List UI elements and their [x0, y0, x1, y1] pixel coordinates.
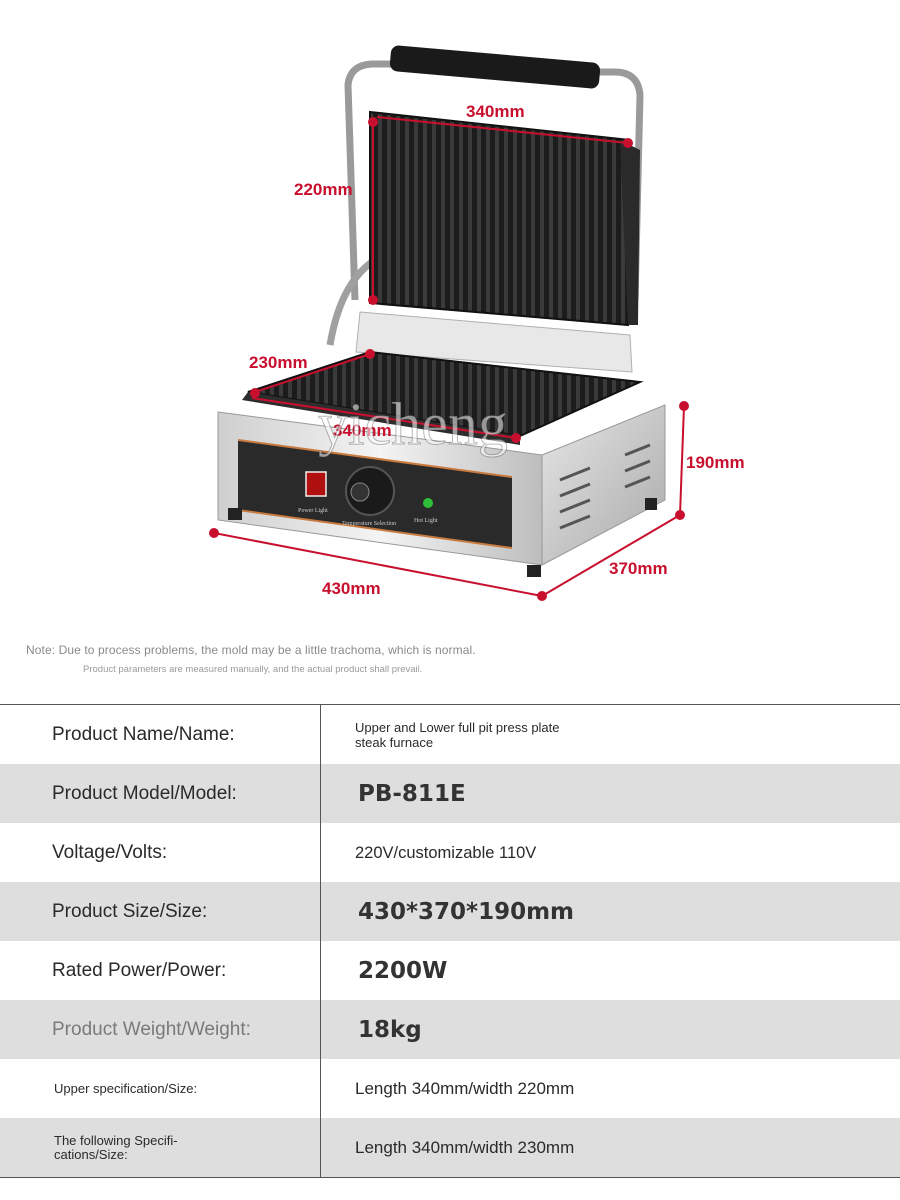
overall-length-label: 430mm — [322, 579, 381, 598]
spec-value: 430*370*190mm — [358, 898, 575, 925]
spec-label: Rated Power/Power: — [52, 959, 227, 981]
spec-table: Product Name/Name: Upper and Lower full … — [0, 704, 900, 1178]
temperature-label: Temperature Selection — [342, 521, 396, 527]
hot-light-label: Hot Light — [414, 518, 438, 524]
spec-value: Length 340mm/width 220mm — [355, 1078, 575, 1098]
spec-label: Product Model/Model: — [52, 782, 237, 804]
spec-value: 220V/customizable 110V — [355, 843, 537, 862]
spec-value: 2200W — [358, 957, 448, 984]
lower-length-label: 340mm — [333, 421, 392, 440]
spec-row-size: Product Size/Size: 430*370*190mm — [0, 882, 900, 941]
upper-width-label: 220mm — [294, 180, 353, 199]
spec-label: Product Weight/Weight: — [52, 1018, 251, 1040]
spec-label: Upper specification/Size: — [54, 1080, 198, 1096]
lower-width-label: 230mm — [249, 353, 308, 372]
depth-label: 370mm — [609, 559, 668, 578]
spec-label: Product Name/Name: — [52, 723, 235, 745]
spec-value: 18kg — [358, 1016, 422, 1043]
table-divider — [320, 704, 321, 1178]
spec-row-name: Product Name/Name: Upper and Lower full … — [0, 705, 900, 764]
measurement-note: Product parameters are measured manually… — [83, 664, 423, 675]
spec-row-weight: Product Weight/Weight: 18kg — [0, 1000, 900, 1059]
spec-label: Voltage/Volts: — [52, 841, 168, 863]
watermark: yicheng — [318, 391, 508, 457]
spec-value: Length 340mm/width 230mm — [355, 1137, 575, 1157]
power-light-label: Power Light — [298, 508, 328, 514]
spec-row-upper: Upper specification/Size: Length 340mm/w… — [0, 1059, 900, 1118]
spec-row-model: Product Model/Model: PB-811E — [0, 764, 900, 823]
spec-value: Upper and Lower full pit press plate ste… — [355, 719, 560, 750]
product-image: Power Light Temperature Selection Hot Li… — [209, 45, 745, 601]
spec-label: Product Size/Size: — [52, 900, 208, 922]
spec-row-power: Rated Power/Power: 2200W — [0, 941, 900, 1000]
process-note: Note: Due to process problems, the mold … — [26, 643, 476, 657]
spec-row-voltage: Voltage/Volts: 220V/customizable 110V — [0, 823, 900, 882]
spec-value: PB-811E — [358, 780, 466, 807]
height-label: 190mm — [686, 453, 745, 472]
upper-length-label: 340mm — [466, 102, 525, 121]
spec-row-lower: The following Specifi-cations/Size: Leng… — [0, 1118, 900, 1177]
spec-label: The following Specifi-cations/Size: — [54, 1132, 178, 1162]
